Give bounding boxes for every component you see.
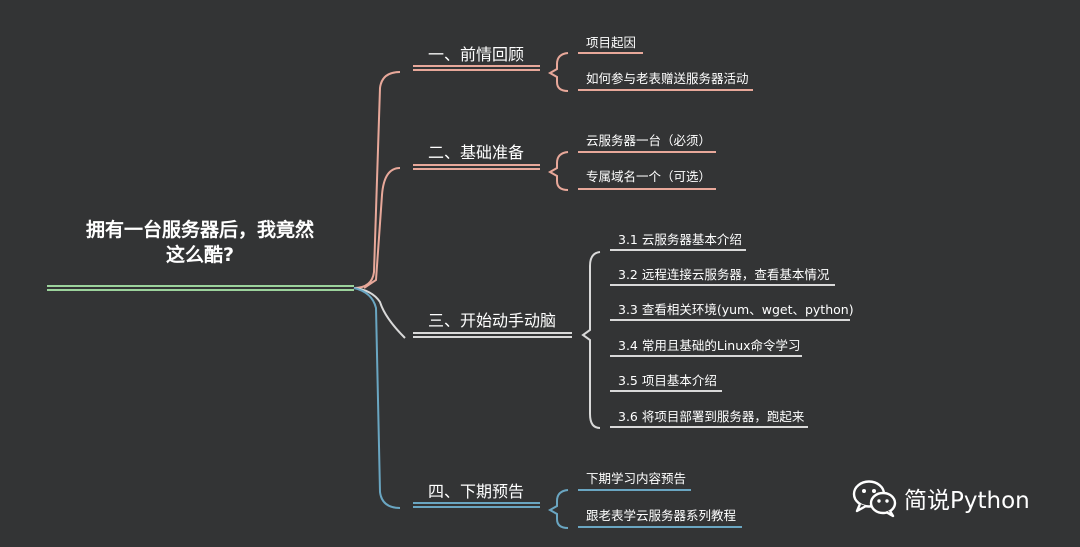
root-title-line2: 这么酷?: [165, 244, 235, 266]
branch-next-preview[interactable]: 四、下期预告: [428, 482, 525, 501]
wechat-icon: [852, 480, 897, 518]
branch-hands-on[interactable]: 三、开始动手动脑: [428, 311, 557, 330]
branch-preparation[interactable]: 二、基础准备: [428, 143, 525, 162]
watermark-text: 简说Python: [904, 488, 1030, 514]
leaf-series-tutorial[interactable]: 跟老表学云服务器系列教程: [586, 508, 737, 523]
leaf-step-3-2[interactable]: 3.2 远程连接云服务器，查看基本情况: [618, 267, 830, 282]
leaf-project-origin[interactable]: 项目起因: [586, 35, 637, 50]
leaf-join-giveaway[interactable]: 如何参与老表赠送服务器活动: [586, 71, 749, 86]
leaf-step-3-6[interactable]: 3.6 将项目部署到服务器，跑起来: [618, 409, 805, 424]
leaf-next-content[interactable]: 下期学习内容预告: [586, 471, 687, 486]
root-topic[interactable]: 拥有一台服务器后，我竟然 这么酷?: [60, 218, 340, 268]
leaf-step-3-1[interactable]: 3.1 云服务器基本介绍: [618, 232, 742, 247]
branch-review[interactable]: 一、前情回顾: [428, 45, 525, 64]
leaf-domain-name[interactable]: 专属域名一个（可选）: [586, 169, 712, 184]
leaf-cloud-server[interactable]: 云服务器一台（必须）: [586, 133, 712, 148]
leaf-step-3-5[interactable]: 3.5 项目基本介绍: [618, 373, 717, 388]
leaf-step-3-4[interactable]: 3.4 常用且基础的Linux命令学习: [618, 338, 801, 353]
leaf-step-3-3[interactable]: 3.3 查看相关环境(yum、wget、python): [618, 302, 854, 317]
root-title-line1: 拥有一台服务器后，我竟然: [85, 219, 314, 241]
watermark: 简说Python: [852, 478, 1030, 518]
